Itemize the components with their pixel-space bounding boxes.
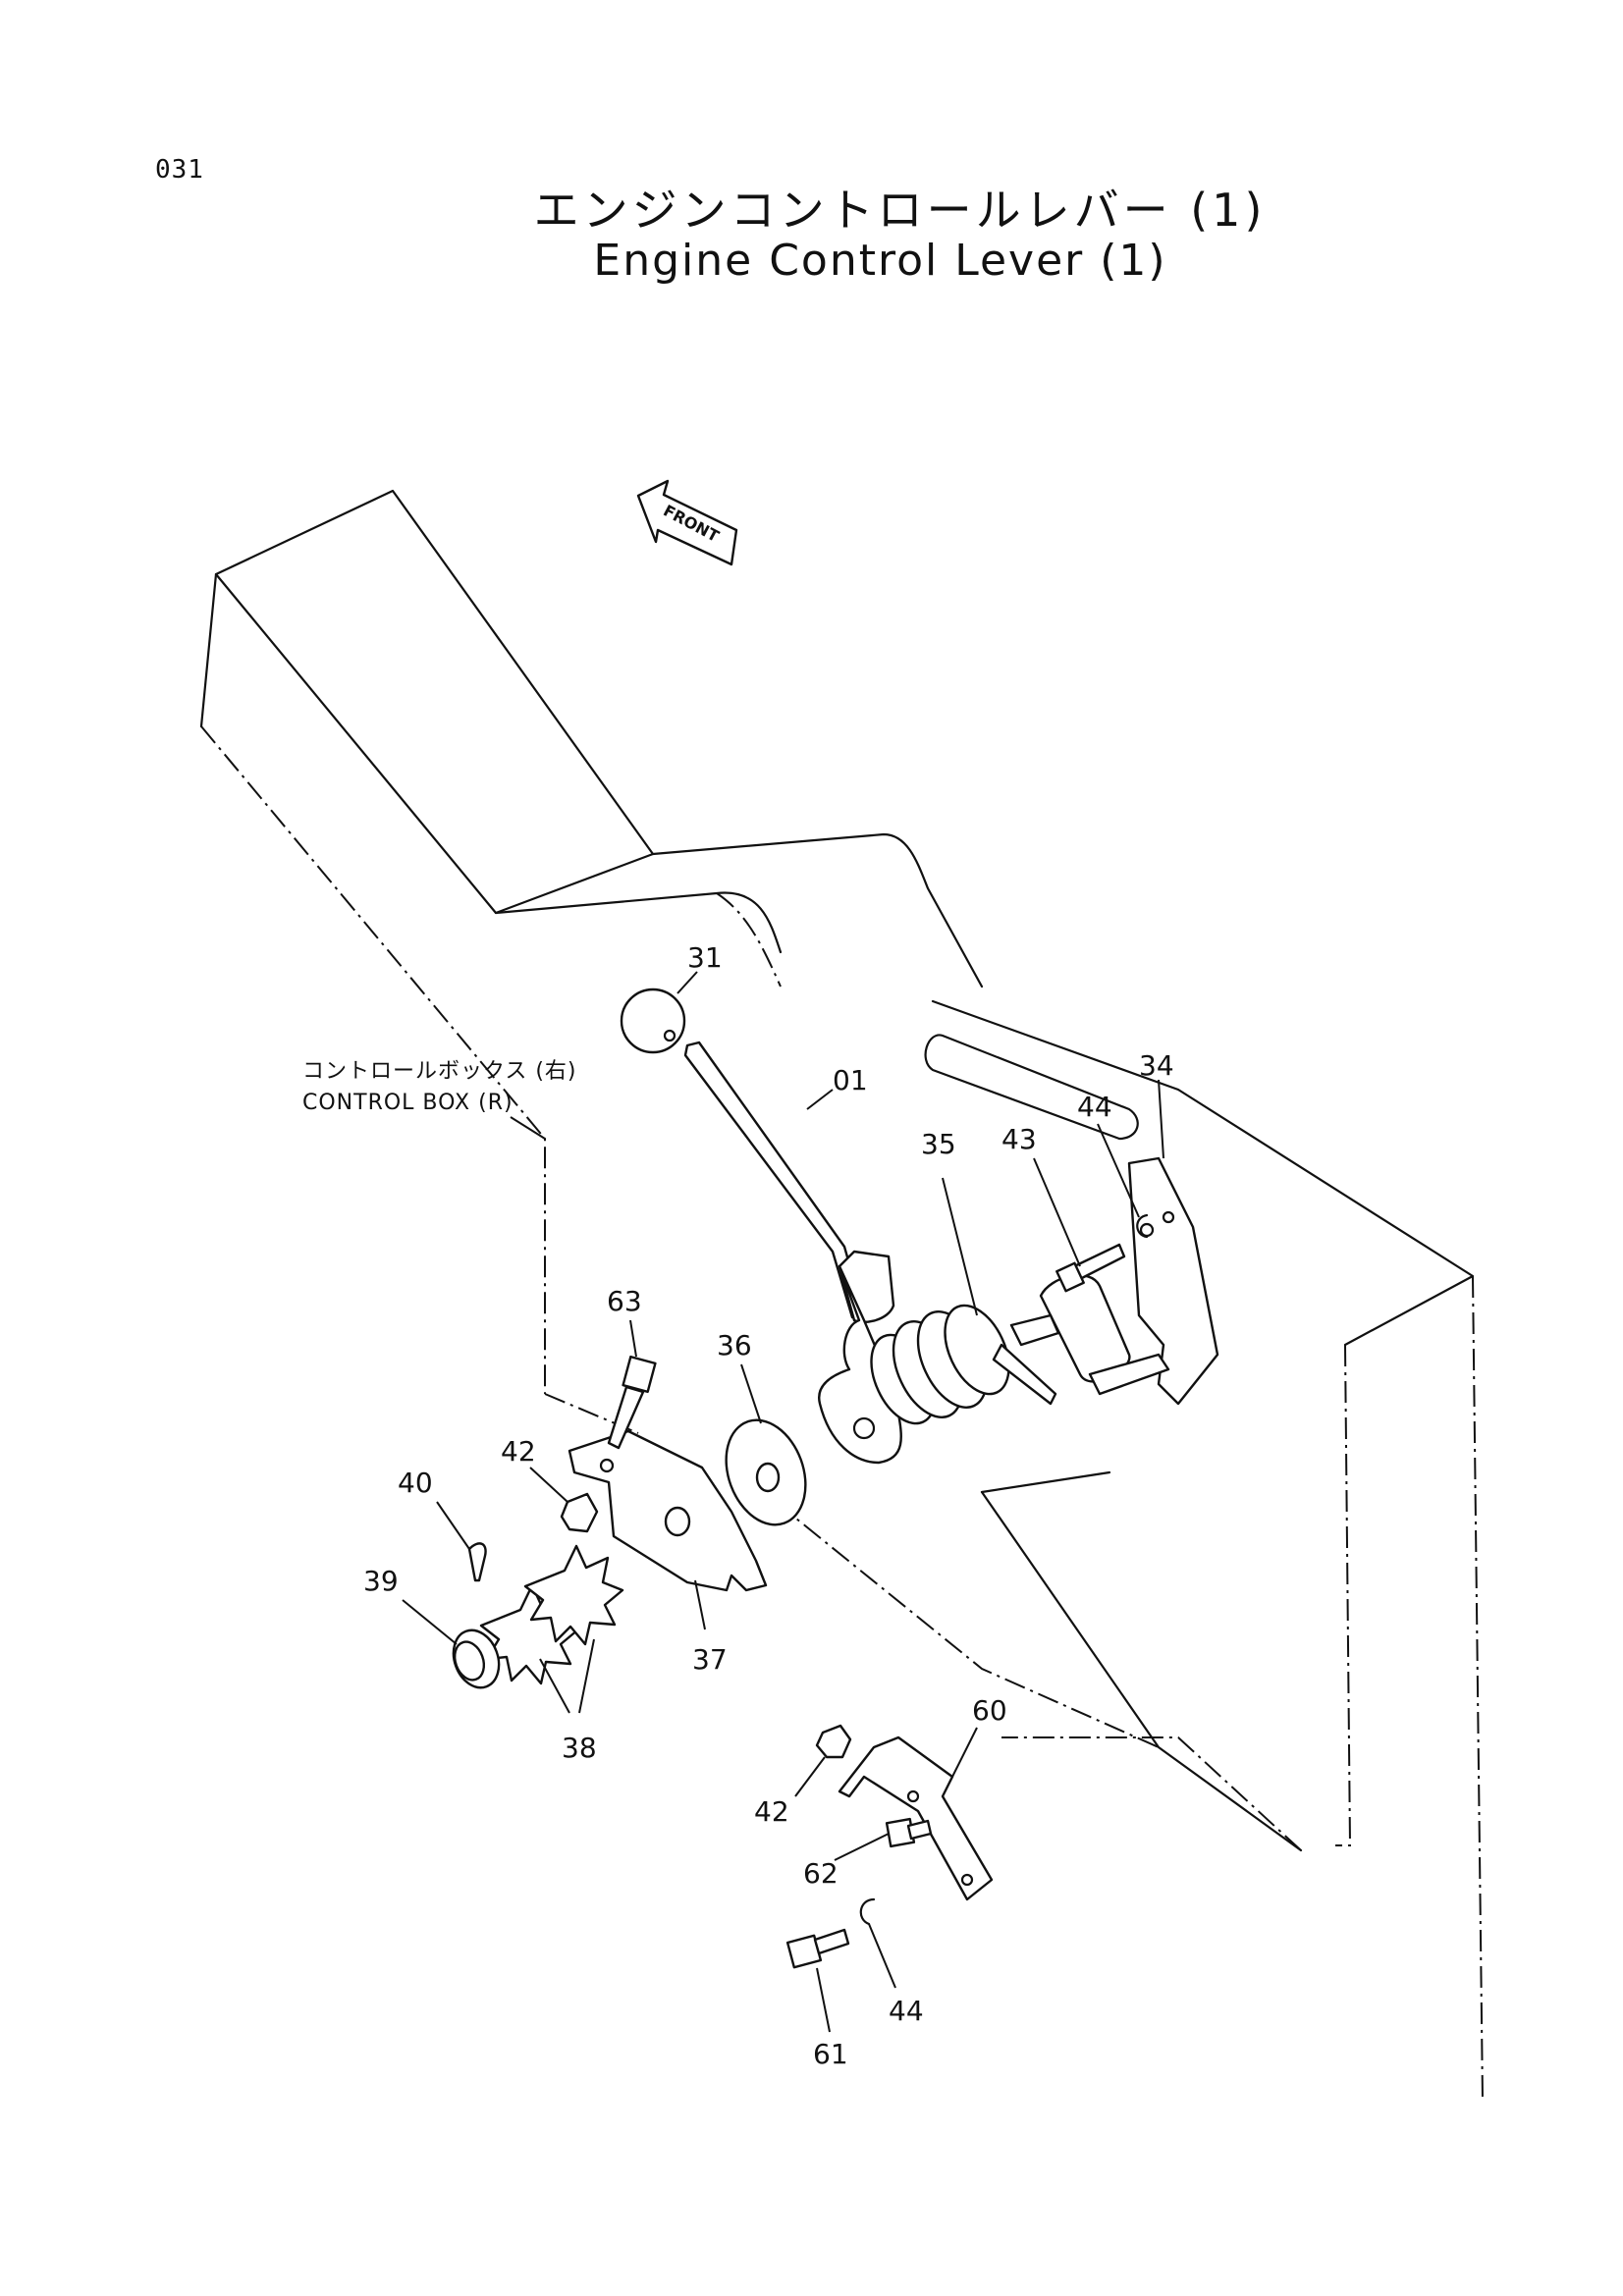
bolt-part-62 [885, 1817, 933, 1848]
front-arrow: FRONT [636, 479, 738, 566]
callout-31: 31 [687, 941, 723, 974]
callout-63: 63 [607, 1285, 642, 1317]
callout-42-left: 42 [501, 1435, 536, 1468]
callout-34: 34 [1139, 1049, 1174, 1082]
callout-37: 37 [692, 1643, 728, 1676]
callout-62: 62 [803, 1857, 839, 1890]
callout-44-bottom: 44 [889, 1995, 924, 2027]
callout-44-top: 44 [1077, 1091, 1112, 1123]
washer-part-36 [725, 1418, 807, 1526]
leader-lines [402, 971, 1164, 2033]
callout-61: 61 [813, 2038, 848, 2070]
plate-part-37 [568, 1429, 768, 1592]
page-number: 031 [155, 155, 204, 185]
knob-part-31 [620, 988, 686, 1054]
nut-part-42-bottom [815, 1724, 852, 1759]
nut-part-42-left [560, 1492, 599, 1533]
callout-43: 43 [1001, 1123, 1037, 1155]
callout-36: 36 [717, 1329, 752, 1362]
cotter-pin-part-40 [467, 1542, 487, 1582]
callout-39: 39 [363, 1565, 399, 1597]
callout-60: 60 [972, 1694, 1007, 1727]
bolt-part-61 [785, 1928, 850, 1969]
bracket-part-34 [1009, 1156, 1219, 1406]
snap-ring-part-44-top [1136, 1213, 1149, 1239]
control-box-outline [199, 489, 1484, 2102]
page-title-english: Engine Control Lever (1) [593, 236, 1167, 286]
nut-part-39 [452, 1629, 501, 1689]
spring-part-35 [870, 1304, 1057, 1425]
bolt-part-63 [607, 1355, 657, 1450]
callout-40: 40 [398, 1467, 433, 1499]
callout-35: 35 [921, 1128, 956, 1160]
bolt-part-43 [1055, 1243, 1126, 1293]
page-title-japanese: エンジンコントロールレバー (1) [533, 184, 1267, 237]
control-box-label-en: CONTROL BOX (R) [302, 1091, 514, 1115]
callout-38: 38 [562, 1732, 597, 1764]
control-box-label-jp: コントロールボックス (右) [302, 1059, 577, 1084]
callout-01: 01 [833, 1064, 868, 1096]
snap-ring-part-44-bottom [859, 1897, 876, 1926]
star-washer-part-38 [479, 1544, 624, 1685]
bracket-part-60 [838, 1735, 994, 1901]
callout-42-bottom: 42 [754, 1795, 789, 1828]
callout-numbers: 31 01 34 44 43 35 36 63 42 40 39 37 38 6… [363, 941, 1174, 2070]
lever-part-01 [683, 1041, 902, 1465]
